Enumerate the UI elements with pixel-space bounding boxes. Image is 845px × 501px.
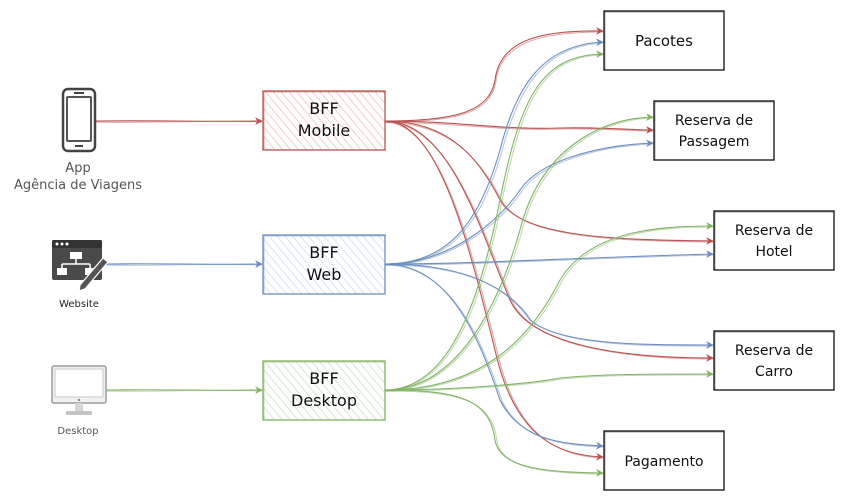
bff-mobile-label-line1: BFF (309, 99, 338, 118)
edge-web-pagamento (384, 263, 604, 450)
edge-web-hotel-sketch (384, 254, 714, 266)
service-carro-label-line1: Reserva de (735, 343, 813, 359)
edge-web-pagamento-sketch (384, 264, 604, 448)
edge-desktop-hotel-sketch (384, 226, 714, 392)
bff-desktop-label-line2: Desktop (291, 391, 357, 410)
service-hotel-box: Reserva de Hotel (713, 210, 835, 271)
service-hotel-label-line1: Reserva de (735, 223, 813, 239)
edge-desktop-pagamento (384, 389, 604, 477)
bff-mobile-box: BFF Mobile (262, 90, 386, 151)
edge-desktop-pacotes-sketch (384, 54, 604, 392)
edge-mobile-pacotes (384, 27, 604, 122)
service-carro-label-line2: Carro (755, 364, 793, 380)
edge-mobile-pagamento-sketch (384, 121, 604, 459)
edge-desktop-pagamento-sketch (384, 390, 604, 475)
bff-web-label-line1: BFF (309, 243, 338, 262)
bff-desktop-box: BFF Desktop (262, 360, 386, 421)
bff-web-box: BFF Web (262, 234, 386, 295)
service-pagamento-box: Pagamento (603, 430, 725, 491)
edge-web-carro-sketch (384, 264, 714, 347)
edge-mobile-pagamento (384, 120, 604, 461)
desktop-label: Desktop (57, 426, 98, 437)
edge-web-passagem (384, 139, 654, 265)
service-pacotes-box: Pacotes (603, 10, 725, 71)
edge-mobile-passagem-sketch (384, 121, 654, 132)
edge-mobile-passagem (384, 120, 654, 134)
website-label: Website (59, 299, 99, 310)
service-passagem-label-line1: Reserva de (675, 113, 753, 129)
website-sitemap-icon (52, 240, 109, 292)
service-passagem-label-line2: Passagem (679, 134, 750, 150)
edge-desktop-passagem-sketch (384, 117, 654, 392)
edge-app-to-bff-mobile-sketch (95, 120, 263, 123)
smartphone-icon (61, 87, 97, 153)
service-pacotes-label: Pacotes (635, 32, 693, 50)
edge-mobile-carro-sketch (384, 121, 714, 360)
edge-desktop-carro (384, 370, 714, 391)
edge-desktop-to-bff-desktop-sketch (105, 389, 263, 392)
edge-web-carro (384, 263, 714, 349)
service-hotel-label-line2: Hotel (755, 244, 792, 260)
edge-desktop-passagem (384, 113, 654, 391)
edge-desktop-pacotes (384, 50, 604, 391)
bff-desktop-label-line1: BFF (309, 369, 338, 388)
app-label-line1: App (65, 161, 90, 176)
desktop-monitor-icon (51, 365, 107, 415)
service-passagem-box: Reserva de Passagem (653, 100, 775, 161)
service-pagamento-label: Pagamento (624, 454, 703, 470)
edge-mobile-hotel-sketch (384, 121, 714, 243)
edge-desktop-carro-sketch (384, 374, 714, 392)
edge-web-hotel (384, 250, 714, 265)
edge-web-passagem-sketch (384, 143, 654, 266)
bff-mobile-label-line2: Mobile (298, 121, 350, 140)
bff-web-label-line2: Web (307, 265, 342, 284)
edge-mobile-pacotes-sketch (384, 31, 604, 123)
edge-mobile-hotel (384, 120, 714, 245)
edge-web-pacotes (384, 38, 604, 265)
edge-website-to-bff-web-sketch (105, 263, 263, 266)
service-carro-box: Reserva de Carro (713, 330, 835, 391)
edge-desktop-hotel (384, 222, 714, 391)
app-label-line2: Agência de Viagens (14, 178, 142, 193)
edge-web-pacotes-sketch (384, 42, 604, 266)
